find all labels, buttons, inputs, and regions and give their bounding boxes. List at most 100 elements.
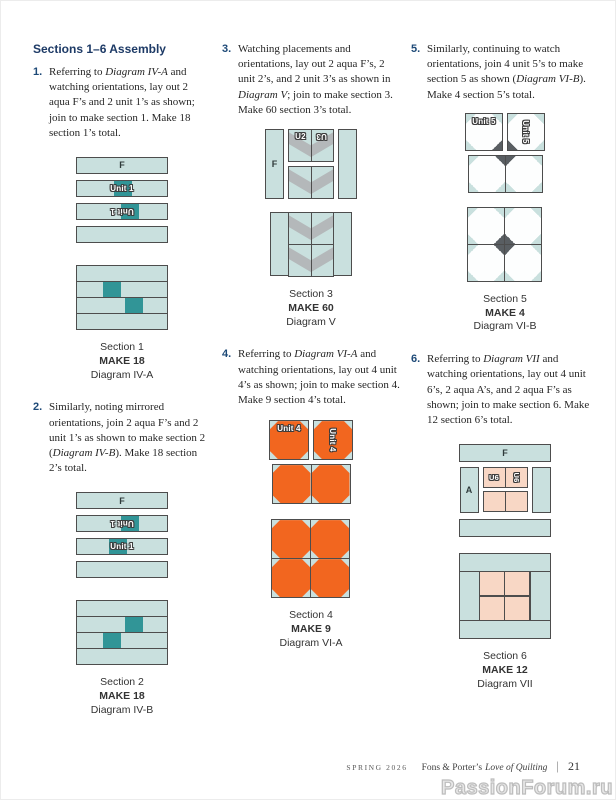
unit-5-square	[467, 154, 506, 193]
unit-label: Unit 5	[472, 116, 496, 126]
page-title: Sections 1–6 Assembly	[33, 42, 166, 56]
step-1: 1. Referring to Diagram IV-A and watchin…	[33, 65, 211, 141]
diagram-label: Diagram IV-A	[90, 368, 154, 381]
diagram-label: Diagram VII	[477, 677, 533, 690]
joined-unit-6-grid	[479, 571, 531, 621]
unit-5-labeled-pair: Unit 5 Unit 5	[465, 112, 545, 151]
aqua-bar-a: A	[459, 467, 479, 514]
snowball-unit-4-rotated: Unit 4	[313, 420, 353, 461]
caption-section-6: Section 6 MAKE 12 Diagram VII	[477, 650, 532, 692]
aqua-bar-f: F	[76, 492, 168, 510]
make-label: MAKE 18	[99, 354, 145, 367]
step-text: Similarly, noting mirrored orientations,…	[49, 400, 211, 476]
teal-square	[109, 539, 127, 555]
diagram-reference: Diagram VII	[483, 353, 540, 366]
unit-5-square	[467, 243, 505, 282]
aqua-bar-vertical	[333, 211, 352, 276]
unit-label-rotated: Unit 4	[328, 428, 338, 452]
unit-5-square	[467, 206, 505, 245]
step-3: 3. Watching placements and orientations,…	[222, 42, 400, 118]
caption-section-2: Section 2 MAKE 18 Diagram IV-B	[91, 676, 153, 718]
snowball-unit-4: Unit 4	[269, 420, 309, 461]
teal-square	[103, 633, 121, 649]
joined-row	[76, 296, 168, 314]
snowball-unit-4	[310, 519, 350, 560]
caption-section-4: Section 4 MAKE 9 Diagram VI-A	[279, 609, 342, 651]
section-label: Section 5	[483, 292, 527, 305]
piece-label-f: F	[119, 160, 125, 171]
content-columns: Sections 1–6 Assembly 1. Referring to Di…	[33, 42, 616, 718]
aqua-bar-vertical	[338, 128, 357, 199]
joined-row	[76, 280, 168, 298]
unit-label-rotated: Unit 1	[110, 519, 134, 529]
unit-label-rotated: Unit 5	[521, 119, 531, 144]
caption-section-1: Section 1 MAKE 18 Diagram IV-A	[91, 341, 153, 383]
section-6-joined	[459, 553, 551, 640]
joined-side-bar	[459, 571, 480, 622]
unit-label-u3-rotated: U3	[316, 131, 327, 141]
teal-square	[125, 617, 143, 633]
section-1-joined	[76, 264, 168, 330]
chevron-unit-pair	[288, 165, 334, 199]
text-run: and watching orientations, lay out 2 aqu…	[49, 66, 195, 139]
column-1: Sections 1–6 Assembly 1. Referring to Di…	[33, 42, 211, 718]
aqua-bar-f: F	[459, 444, 551, 463]
joined-middle-row	[459, 571, 551, 622]
page-footer: SPRING 2026 Fons & Porter’s Love of Quil…	[346, 758, 580, 774]
teal-square	[103, 281, 121, 297]
diagram-reference: Diagram IV-A	[105, 66, 168, 78]
snowball-unit-4	[271, 464, 312, 505]
text-run: ). Make 4 section 5’s total.	[427, 73, 586, 101]
step-4: 4. Referring to Diagram VI-A and watchin…	[222, 347, 400, 408]
unit-label-u2: U2	[295, 131, 306, 141]
make-label: MAKE 18	[99, 690, 145, 703]
unit-label-rotated: Unit 1	[110, 206, 134, 216]
unit-6-square	[479, 595, 505, 621]
unit-5-square	[504, 243, 542, 282]
step-5: 5. Similarly, continuing to watch orient…	[411, 42, 599, 103]
issue-label: SPRING 2026	[346, 763, 408, 772]
unit-4-labeled-pair: Unit 4 Unit 4	[269, 420, 353, 461]
joined-row	[76, 264, 168, 282]
diagram-reference: Diagram VI-B	[516, 73, 580, 86]
unit-1-bar: Unit 1	[76, 538, 168, 556]
step-number: 4.	[222, 348, 232, 361]
text-run: ). Make 18 section 2’s total.	[49, 446, 198, 475]
text-run: ; join to make section 3. Make 60 sectio…	[238, 88, 393, 116]
step-text: Similarly, continuing to watch orientati…	[427, 42, 599, 103]
diagram-vi-a: Unit 4 Unit 4 Section 4 MAKE 9 Diagram V	[222, 412, 400, 651]
chevron-unit-pair	[288, 211, 334, 245]
unit-1-bar: Unit 1	[76, 179, 168, 197]
text-run: Referring to	[238, 348, 295, 361]
text-run: Similarly, noting mirrored orientations,…	[49, 401, 206, 459]
diagram-iv-a: F Unit 1 Unit 1 Section 1 MAKE 18 Diagra…	[33, 145, 211, 383]
section-4-joined	[271, 519, 351, 599]
teal-square	[114, 180, 132, 196]
aqua-bar-f: F	[76, 156, 168, 174]
joined-row	[76, 312, 168, 330]
section-3-exploded: F U2 U3	[265, 128, 357, 199]
section-label: Section 1	[100, 340, 144, 353]
caption-section-5: Section 5 MAKE 4 Diagram VI-B	[473, 293, 536, 335]
joined-row	[76, 632, 168, 650]
step-number: 3.	[222, 43, 232, 55]
teal-square	[125, 297, 143, 313]
chevron-units: U2 U3	[288, 128, 334, 199]
unit-label-rotated: U6	[511, 472, 521, 483]
watermark: PassionForum.ru	[440, 776, 613, 799]
unit-5-joined-pair	[467, 154, 543, 193]
section-5-joined	[467, 206, 543, 282]
unit-label: Unit 1	[110, 183, 134, 193]
step-number: 5.	[411, 43, 421, 55]
unit-6-square-rotated: U6	[504, 467, 528, 489]
unit-label: U6	[489, 473, 499, 483]
joined-row	[76, 648, 168, 666]
diagram-label: Diagram VI-A	[279, 636, 343, 649]
step-2: 2. Similarly, noting mirrored orientatio…	[33, 400, 211, 476]
diagram-reference: Diagram IV-B	[52, 446, 116, 459]
unit-5-square	[504, 206, 542, 245]
step-number: 2.	[33, 401, 43, 414]
step-number: 6.	[411, 353, 421, 366]
section-label: Section 6	[483, 650, 527, 663]
diagram-reference: Diagram V	[238, 88, 288, 101]
